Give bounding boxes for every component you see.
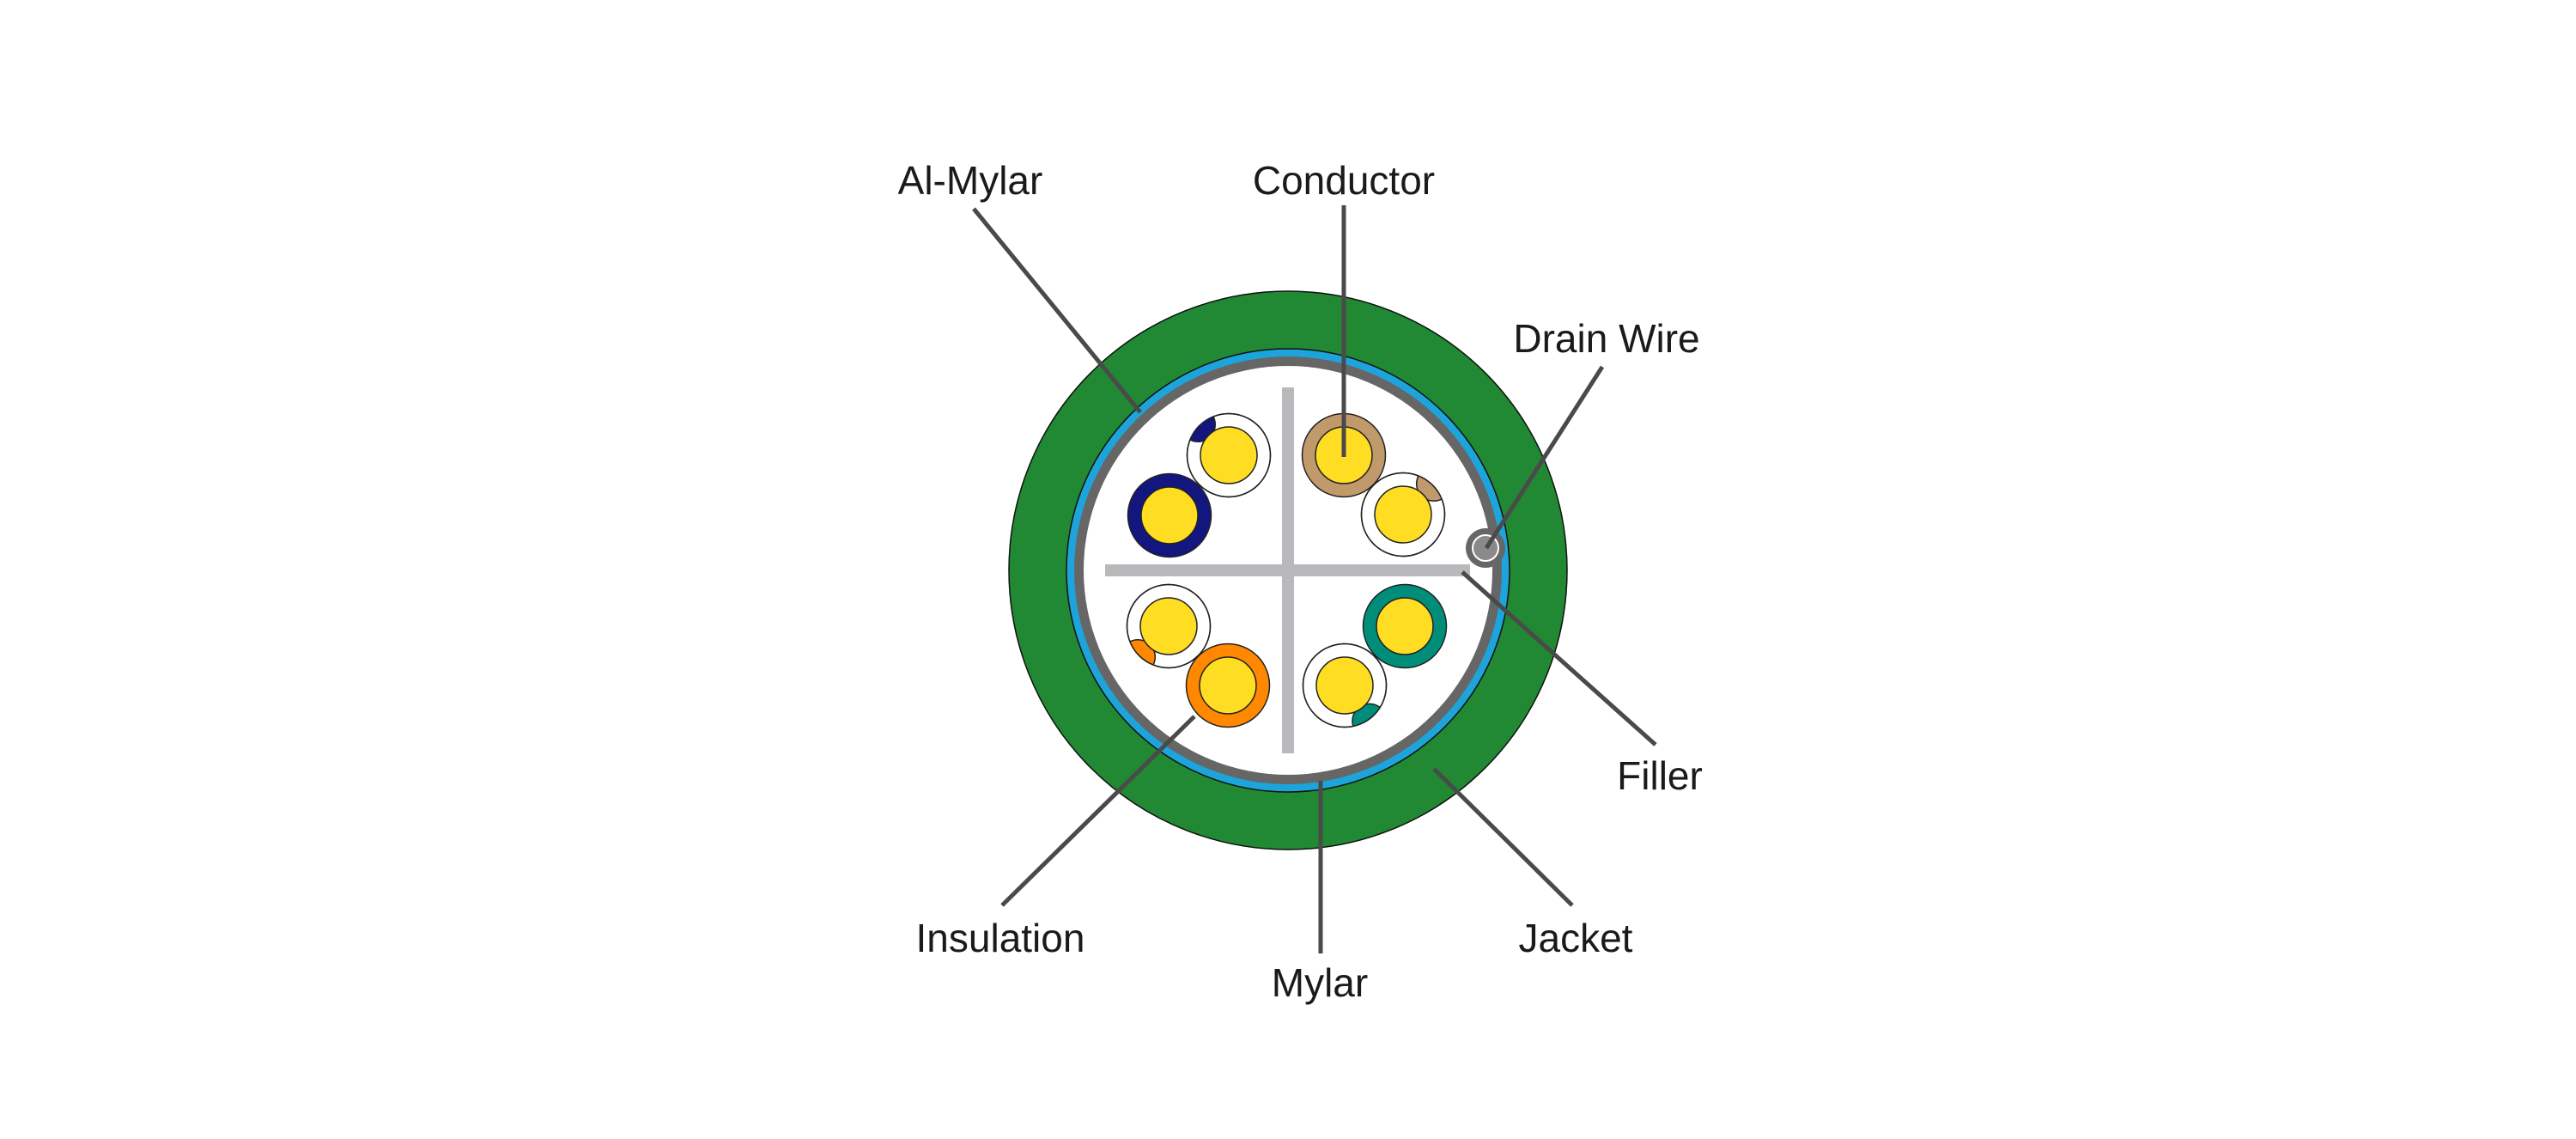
conductor	[1315, 656, 1374, 715]
conductor	[1374, 485, 1432, 544]
label-mylar: Mylar	[1272, 960, 1368, 1005]
leader-line-al-mylar	[972, 207, 1142, 414]
label-al-mylar: Al-Mylar	[898, 158, 1043, 203]
twisted-pair-wire-white-green	[1302, 643, 1388, 728]
leader-line-filler	[1461, 570, 1657, 746]
filler-horizontal	[1105, 564, 1470, 576]
insulation-outline	[1186, 412, 1272, 498]
conductor	[1140, 486, 1199, 545]
leader-line-insulation	[1000, 715, 1196, 907]
conductor	[1139, 597, 1198, 655]
twisted-pair-wire-blue	[1127, 472, 1212, 558]
twisted-pair-wire-white-blue	[1186, 412, 1272, 498]
twisted-pair-wire-orange	[1185, 643, 1271, 728]
label-drain-wire: Drain Wire	[1513, 316, 1699, 361]
insulation-outline	[1302, 643, 1388, 728]
label-filler: Filler	[1617, 753, 1703, 798]
conductor	[1200, 426, 1258, 484]
insulation-outline	[1126, 583, 1212, 669]
label-insulation: Insulation	[916, 916, 1085, 960]
insulation-outline	[1360, 472, 1446, 557]
label-conductor: Conductor	[1253, 158, 1435, 203]
twisted-pair-wire-green	[1362, 583, 1448, 669]
cable	[1008, 290, 1568, 850]
labels: Al-Mylar Conductor Drain Wire Filler Jac…	[898, 158, 1703, 1005]
leader-lines	[972, 205, 1657, 953]
label-jacket: Jacket	[1519, 916, 1633, 960]
leader-line-drain-wire	[1484, 365, 1605, 550]
conductor	[1199, 656, 1257, 715]
leader-line-jacket	[1432, 767, 1574, 907]
conductor	[1376, 597, 1434, 655]
